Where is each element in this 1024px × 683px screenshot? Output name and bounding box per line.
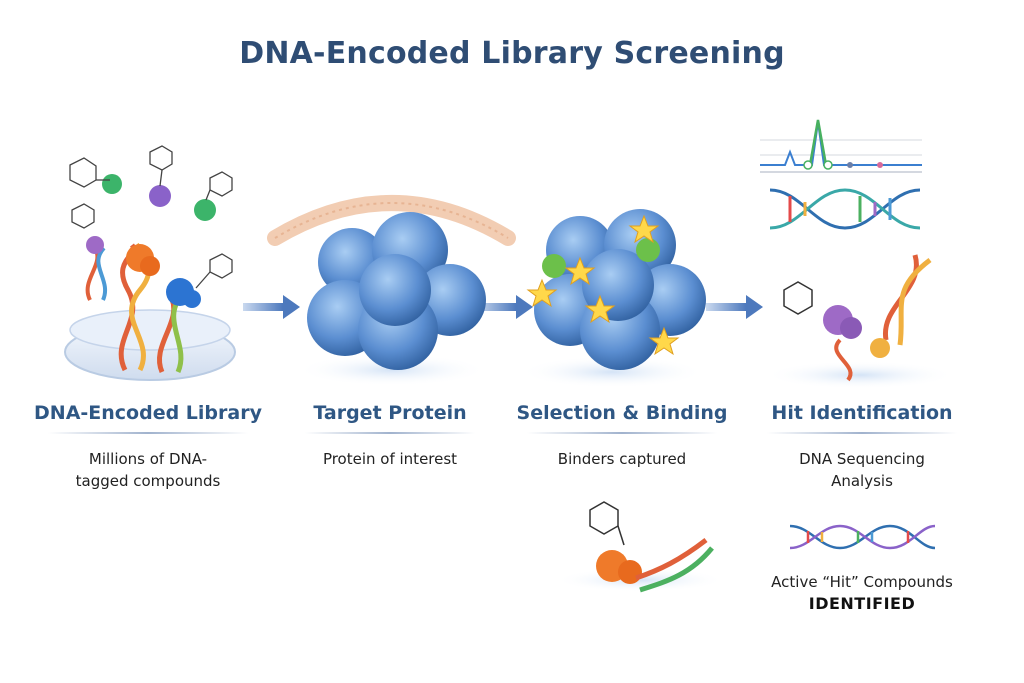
step-hit-identification: Hit Identification DNA Sequencing Analys… bbox=[754, 402, 970, 492]
selection-binding-illustration bbox=[520, 209, 706, 388]
step-selection-binding-title: Selection & Binding bbox=[516, 402, 728, 424]
target-protein-illustration bbox=[267, 195, 516, 386]
binder-complex-illustration bbox=[555, 501, 725, 593]
step-hit-identification-description: DNA Sequencing Analysis bbox=[799, 450, 925, 490]
step-target-protein-title: Target Protein bbox=[313, 402, 467, 424]
step-selection-binding: Selection & Binding Binders captured bbox=[512, 402, 732, 470]
hit-result-label: Active “Hit” Compounds IDENTIFIED bbox=[746, 571, 978, 615]
dna-helix-illustration bbox=[769, 188, 921, 230]
page-title: DNA-Encoded Library Screening bbox=[239, 36, 785, 71]
step-selection-binding-divider bbox=[527, 432, 717, 434]
step-library-divider bbox=[48, 432, 248, 434]
library-dish-illustration bbox=[64, 145, 236, 381]
step-library: DNA-Encoded Library Millions of DNA- tag… bbox=[30, 402, 266, 492]
step-target-protein: Target Protein Protein of interest bbox=[290, 402, 490, 470]
hit-result-text: Active “Hit” Compounds bbox=[771, 573, 953, 591]
sequencing-chart-illustration bbox=[760, 119, 922, 173]
step-hit-identification-title: Hit Identification bbox=[771, 402, 953, 424]
hit-compound-illustration bbox=[765, 254, 955, 389]
step-library-title: DNA-Encoded Library bbox=[34, 402, 262, 424]
dna-strand-small-illustration bbox=[789, 524, 936, 550]
step-selection-binding-description: Binders captured bbox=[557, 450, 687, 468]
hit-result-status: IDENTIFIED bbox=[808, 594, 916, 613]
step-target-protein-divider bbox=[305, 432, 475, 434]
step-library-description: Millions of DNA- tagged compounds bbox=[75, 450, 221, 490]
flow-arrows bbox=[243, 295, 763, 319]
step-target-protein-description: Protein of interest bbox=[322, 450, 458, 468]
step-hit-identification-divider bbox=[767, 432, 957, 434]
